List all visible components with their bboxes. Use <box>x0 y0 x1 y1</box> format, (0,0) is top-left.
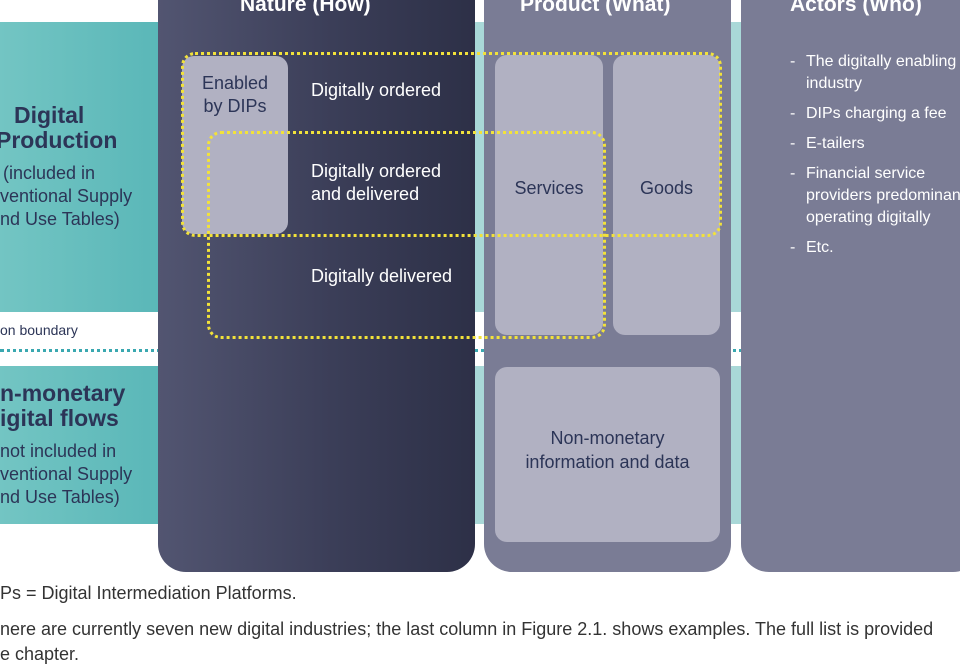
digitally-delivered-label: Digitally delivered <box>311 266 453 286</box>
goods-box <box>613 55 720 335</box>
production-boundary-label: on boundary <box>0 322 78 338</box>
services-label: Services <box>514 178 584 198</box>
digitally-ordered-label: Digitally ordered <box>311 80 442 100</box>
services-box <box>495 55 603 335</box>
strip-bottom-2 <box>731 366 741 524</box>
enabled-by-dips-label-2: by DIPs <box>203 96 267 116</box>
non-monetary-box <box>495 367 720 542</box>
digitally-ordered-delivered-label-1: Digitally ordered <box>311 161 442 181</box>
strip-top-1 <box>475 22 484 312</box>
non-monetary-label-2: information and data <box>525 452 690 472</box>
footnote-chapter: e chapter. <box>0 644 80 664</box>
footnote-industries: nere are currently seven new digital ind… <box>0 619 934 639</box>
digital-production-sub-1: (included in <box>3 163 96 183</box>
footnote-dips: Ps = Digital Intermediation Platforms. <box>0 583 297 603</box>
strip-top-2 <box>731 22 741 312</box>
goods-label: Goods <box>639 178 694 198</box>
non-monetary-title-2: igital flows <box>0 405 119 431</box>
digital-production-sub-2: ventional Supply <box>0 186 133 206</box>
actor-item: -Etc. <box>790 239 834 256</box>
non-monetary-sub-2: ventional Supply <box>0 464 133 484</box>
digital-production-title-1: Digital <box>14 102 85 128</box>
digitally-ordered-delivered-label-2: and delivered <box>311 184 420 204</box>
actors-column <box>741 0 960 572</box>
digital-production-band <box>0 22 160 312</box>
enabled-by-dips-box <box>182 56 288 234</box>
enabled-by-dips-label-1: Enabled <box>201 73 269 93</box>
actors-list: -The digitally enabling industry -DIPs c… <box>790 51 960 267</box>
digital-production-sub-3: nd Use Tables) <box>0 209 120 229</box>
actor-item: -The digitally enabling industry <box>790 53 957 92</box>
non-monetary-title-1: n-monetary <box>0 380 126 406</box>
non-monetary-sub-1: not included in <box>0 441 117 461</box>
nature-column-title: Nature (How) <box>240 0 371 16</box>
strip-bottom-1 <box>475 366 484 524</box>
non-monetary-label-1: Non-monetary <box>550 428 665 448</box>
actor-item: -DIPs charging a fee <box>790 105 947 122</box>
production-boundary-line <box>0 349 960 352</box>
actors-column-title: Actors (Who) <box>790 0 922 16</box>
product-column-title: Product (What) <box>520 0 671 16</box>
non-monetary-band <box>0 366 160 524</box>
actor-item: -E-tailers <box>790 135 865 152</box>
digital-production-title-2: Production <box>0 127 118 153</box>
actor-item: -Financial service providers predominant… <box>790 165 960 226</box>
non-monetary-sub-3: nd Use Tables) <box>0 487 120 507</box>
digitally-delivered-frame <box>207 131 606 339</box>
digitally-ordered-frame <box>181 52 722 237</box>
